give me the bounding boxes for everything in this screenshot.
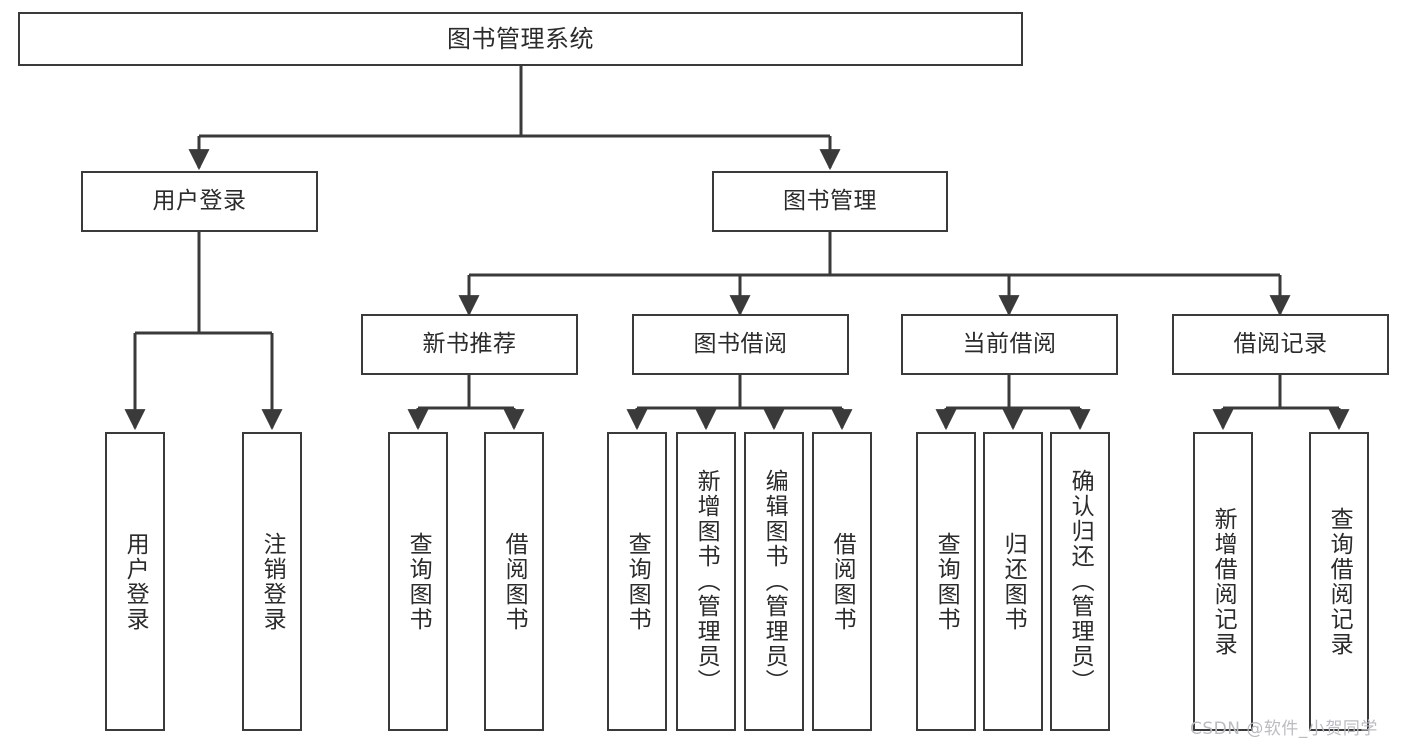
- node-leaf-confirm-return-admin[interactable]: 确认归还（管理员）: [1050, 432, 1110, 731]
- csdn-watermark: CSDN @软件_小贺同学: [1190, 719, 1378, 739]
- node-root-label: 图书管理系统: [447, 24, 594, 53]
- node-leaf-confirm-return-admin-label: 确认归还（管理员）: [1067, 469, 1094, 694]
- node-leaf-query-book-3-label: 查询图书: [933, 531, 960, 632]
- node-leaf-edit-book-admin-label: 编辑图书（管理员）: [761, 469, 788, 694]
- node-leaf-user-login[interactable]: 用户登录: [105, 432, 165, 731]
- node-leaf-query-book-2-label: 查询图书: [624, 531, 651, 632]
- node-leaf-add-borrow-record-label: 新增借阅记录: [1210, 506, 1237, 657]
- node-leaf-query-borrow-record[interactable]: 查询借阅记录: [1309, 432, 1369, 731]
- node-leaf-query-book-2[interactable]: 查询图书: [607, 432, 667, 731]
- node-leaf-logout-label: 注销登录: [259, 531, 286, 632]
- node-book-borrow[interactable]: 图书借阅: [632, 314, 849, 375]
- node-leaf-query-book-1-label: 查询图书: [405, 531, 432, 632]
- node-leaf-query-book-3[interactable]: 查询图书: [916, 432, 976, 731]
- node-leaf-user-login-label: 用户登录: [122, 531, 149, 632]
- node-user-login[interactable]: 用户登录: [81, 171, 318, 232]
- node-leaf-borrow-book-2-label: 借阅图书: [829, 531, 856, 632]
- node-leaf-edit-book-admin[interactable]: 编辑图书（管理员）: [744, 432, 804, 731]
- node-borrow-record[interactable]: 借阅记录: [1172, 314, 1389, 375]
- node-leaf-add-book-admin-label: 新增图书（管理员）: [693, 469, 720, 694]
- node-current-borrow-label: 当前借阅: [962, 330, 1057, 357]
- node-leaf-borrow-book-1-label: 借阅图书: [501, 531, 528, 632]
- node-new-book-recommend[interactable]: 新书推荐: [361, 314, 578, 375]
- node-leaf-logout[interactable]: 注销登录: [242, 432, 302, 731]
- node-book-manage-label: 图书管理: [783, 187, 877, 214]
- node-current-borrow[interactable]: 当前借阅: [901, 314, 1118, 375]
- node-book-manage[interactable]: 图书管理: [712, 171, 948, 232]
- node-borrow-record-label: 借阅记录: [1233, 330, 1328, 357]
- node-book-borrow-label: 图书借阅: [693, 330, 788, 357]
- node-leaf-query-borrow-record-label: 查询借阅记录: [1326, 506, 1353, 657]
- node-new-book-recommend-label: 新书推荐: [422, 330, 517, 357]
- node-leaf-add-borrow-record[interactable]: 新增借阅记录: [1193, 432, 1253, 731]
- node-leaf-borrow-book-1[interactable]: 借阅图书: [484, 432, 544, 731]
- node-leaf-return-book-label: 归还图书: [1000, 531, 1027, 632]
- node-leaf-borrow-book-2[interactable]: 借阅图书: [812, 432, 872, 731]
- node-leaf-add-book-admin[interactable]: 新增图书（管理员）: [676, 432, 736, 731]
- node-root[interactable]: 图书管理系统: [18, 12, 1023, 66]
- node-user-login-label: 用户登录: [152, 187, 247, 214]
- node-leaf-return-book[interactable]: 归还图书: [983, 432, 1043, 731]
- node-leaf-query-book-1[interactable]: 查询图书: [388, 432, 448, 731]
